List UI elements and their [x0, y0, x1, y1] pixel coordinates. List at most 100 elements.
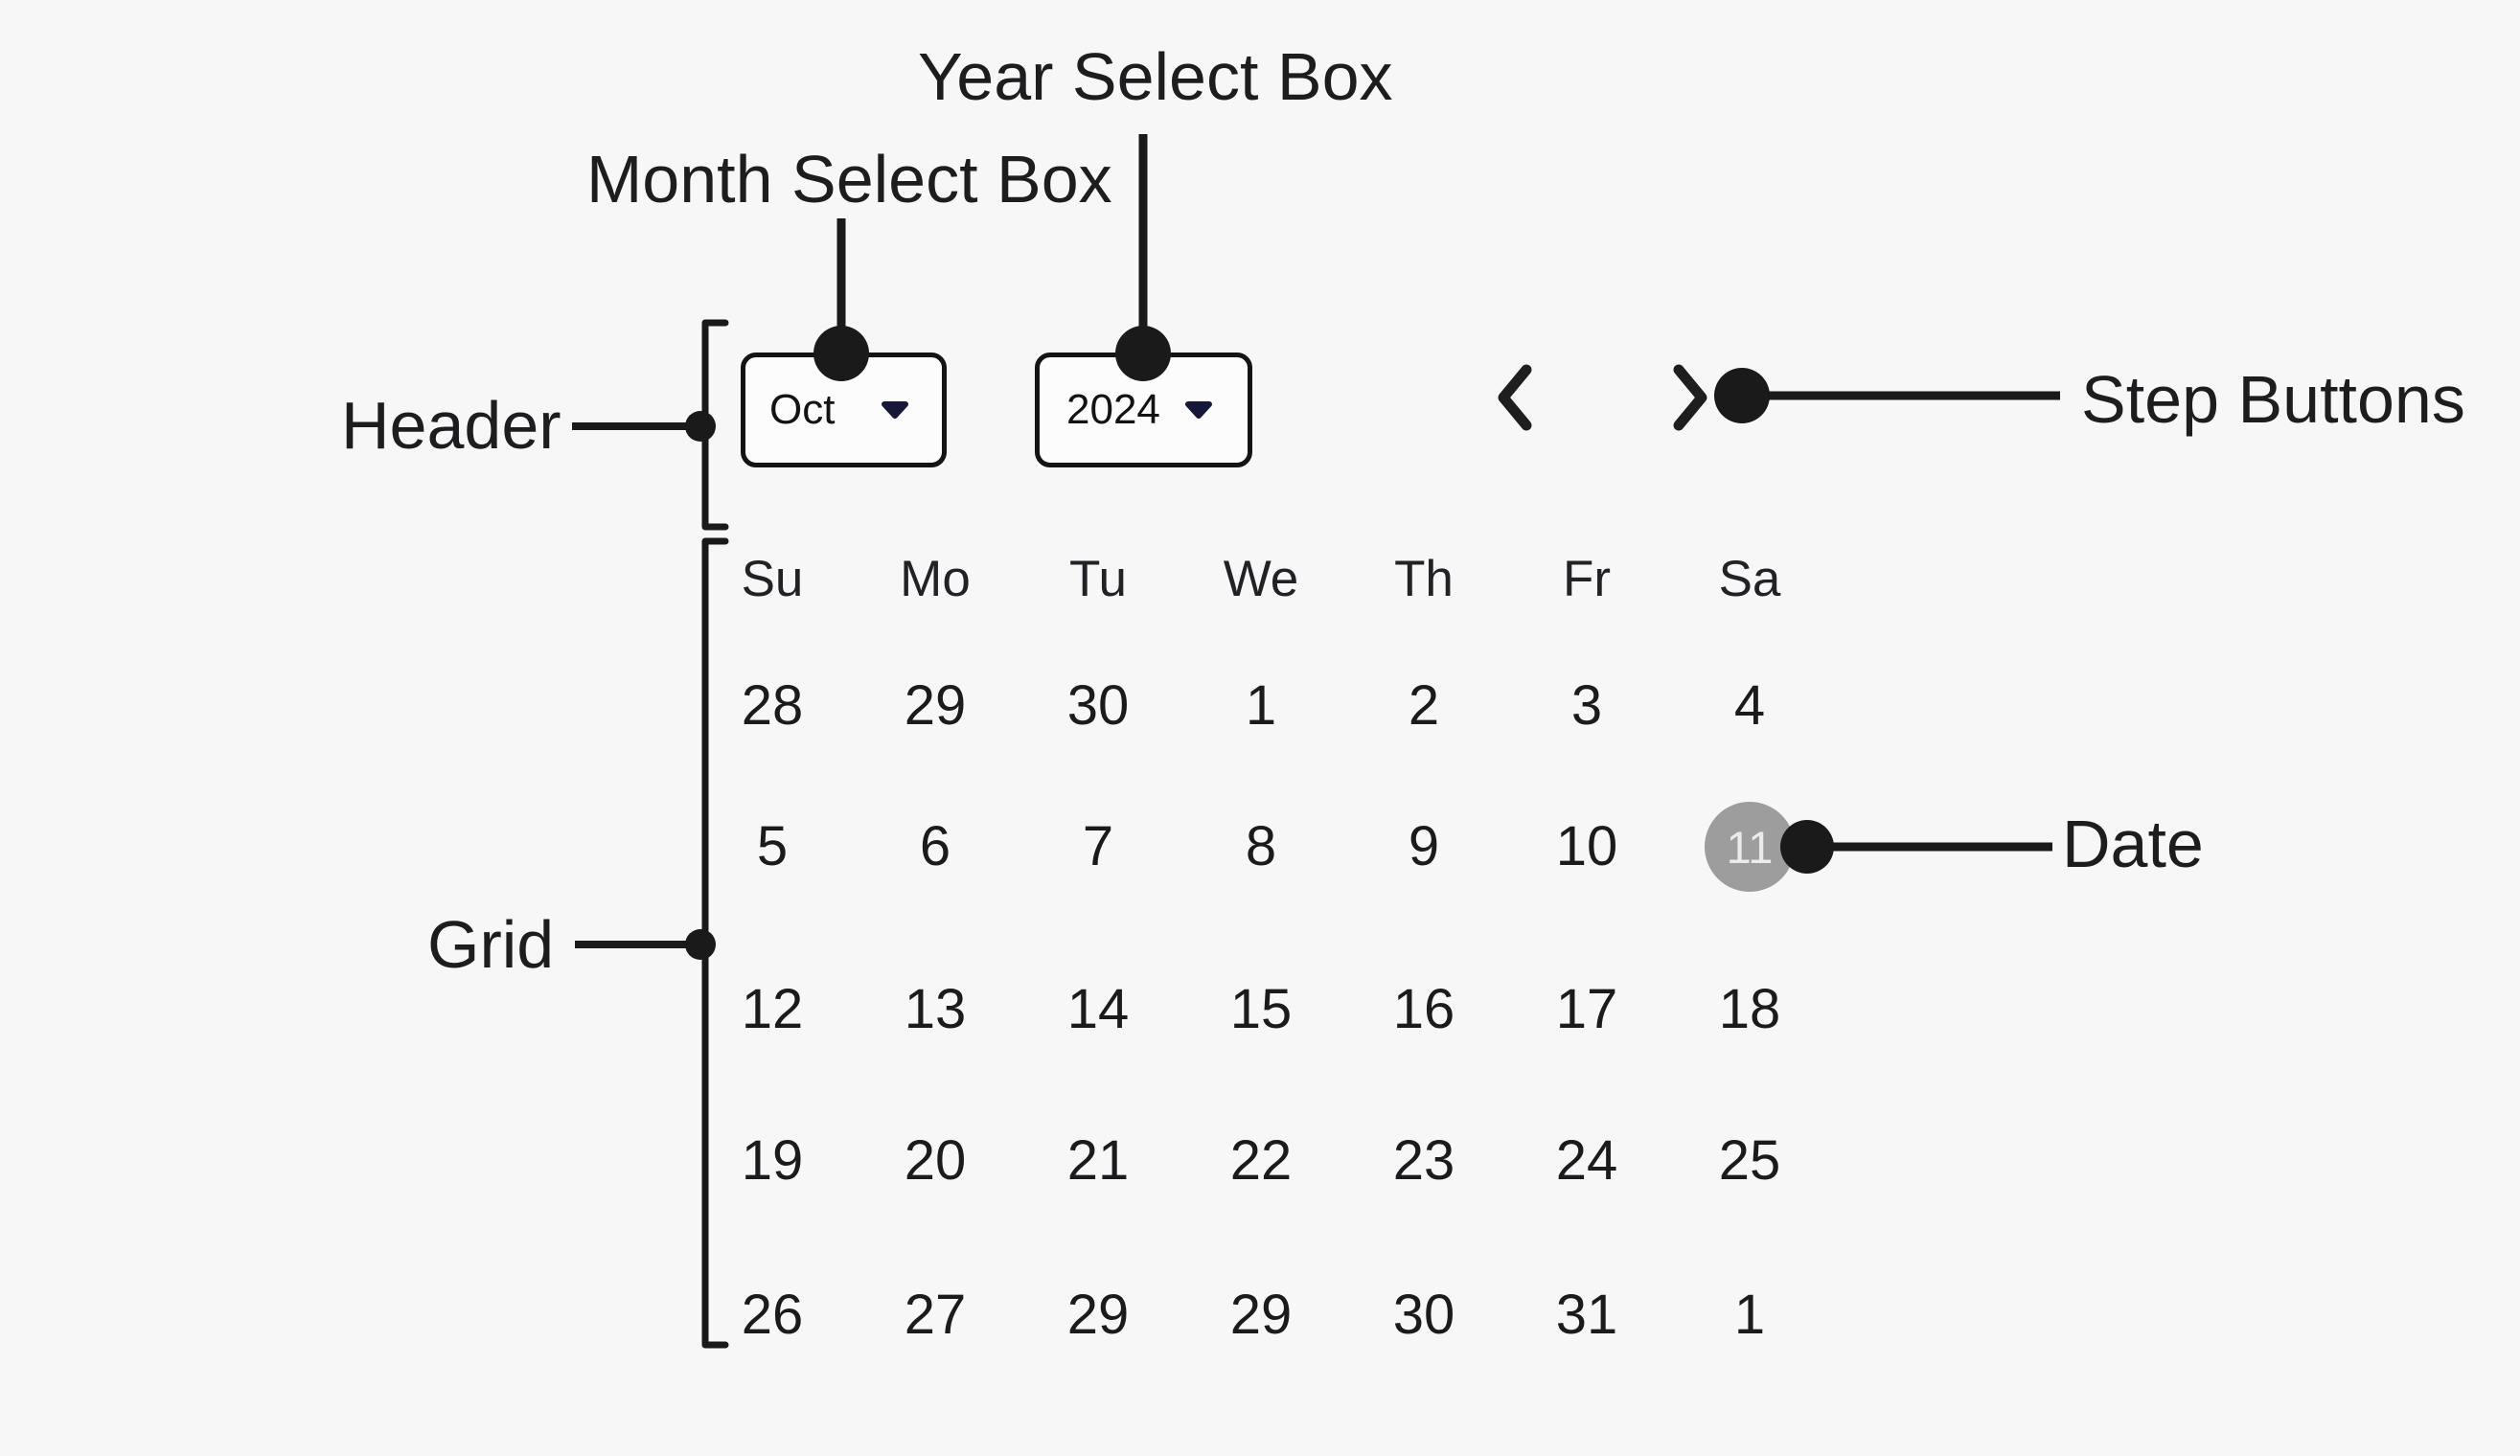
- day-number: 3: [1570, 674, 1603, 737]
- header-callout-label: Header: [341, 388, 561, 463]
- day-number: 18: [1718, 978, 1781, 1040]
- day-number: 20: [904, 1129, 967, 1192]
- date-callout-label: Date: [2062, 807, 2204, 881]
- weekday-label: Tu: [1069, 550, 1127, 607]
- weekday-label: Su: [741, 550, 804, 607]
- year-select-box[interactable]: 2024: [1035, 353, 1252, 467]
- day-number: 2: [1408, 674, 1440, 737]
- date-cell[interactable]: 29: [1017, 1239, 1180, 1392]
- day-number: 29: [904, 674, 967, 737]
- date-cell[interactable]: 1: [1180, 629, 1342, 783]
- day-number: 28: [741, 674, 804, 737]
- weekday-header-row: Su Mo Tu We Th Fr Sa: [691, 536, 1831, 621]
- date-cell[interactable]: 16: [1342, 933, 1505, 1086]
- day-number: 11: [1726, 821, 1774, 873]
- previous-month-button[interactable]: [1491, 361, 1537, 434]
- day-number: 4: [1733, 674, 1766, 737]
- selected-date-highlight: 11: [1705, 802, 1795, 892]
- date-cell[interactable]: 19: [691, 1084, 854, 1238]
- day-number: 5: [756, 815, 789, 877]
- date-cell[interactable]: 17: [1505, 933, 1668, 1086]
- step-buttons-callout-dot: [1714, 368, 1770, 423]
- date-cell[interactable]: 25: [1668, 1084, 1831, 1238]
- day-number: 13: [904, 978, 967, 1040]
- date-cell[interactable]: 26: [691, 1239, 854, 1392]
- date-cell[interactable]: 7: [1017, 770, 1180, 923]
- day-number: 16: [1392, 978, 1455, 1040]
- next-month-button[interactable]: [1668, 361, 1714, 434]
- date-cell[interactable]: 30: [1342, 1239, 1505, 1392]
- date-cell[interactable]: 30: [1017, 629, 1180, 783]
- date-cell[interactable]: 4: [1668, 629, 1831, 783]
- day-number: 8: [1245, 815, 1277, 877]
- step-buttons-callout-label: Step Buttons: [2081, 362, 2465, 437]
- date-cell[interactable]: 24: [1505, 1084, 1668, 1238]
- day-number: 15: [1229, 978, 1293, 1040]
- date-cell[interactable]: 23: [1342, 1084, 1505, 1238]
- day-number: 30: [1066, 674, 1130, 737]
- month-select-value: Oct: [769, 386, 836, 433]
- date-cell[interactable]: 6: [854, 770, 1017, 923]
- weekday-label: Sa: [1718, 550, 1781, 607]
- date-cell[interactable]: 27: [854, 1239, 1017, 1392]
- weekday-label: We: [1223, 550, 1299, 607]
- date-cell[interactable]: 14: [1017, 933, 1180, 1086]
- grid-callout-label: Grid: [427, 907, 555, 982]
- day-number: 29: [1066, 1284, 1130, 1346]
- calendar-week-row: 19 20 21 22 23 24 25: [691, 1084, 1831, 1238]
- date-cell[interactable]: 28: [691, 629, 854, 783]
- day-number: 21: [1066, 1129, 1130, 1192]
- weekday-label: Th: [1394, 550, 1454, 607]
- day-number: 23: [1392, 1129, 1455, 1192]
- date-cell[interactable]: 18: [1668, 933, 1831, 1086]
- month-select-box[interactable]: Oct: [741, 353, 947, 467]
- date-cell[interactable]: 8: [1180, 770, 1342, 923]
- day-number: 27: [904, 1284, 967, 1346]
- day-number: 14: [1066, 978, 1130, 1040]
- date-cell[interactable]: 20: [854, 1084, 1017, 1238]
- date-cell[interactable]: 15: [1180, 933, 1342, 1086]
- calendar-week-row: 12 13 14 15 16 17 18: [691, 933, 1831, 1086]
- date-cell[interactable]: 29: [854, 629, 1017, 783]
- triangle-down-icon: [882, 401, 908, 419]
- date-cell[interactable]: 3: [1505, 629, 1668, 783]
- calendar-week-row: 28 29 30 1 2 3 4: [691, 629, 1831, 783]
- date-cell[interactable]: 1: [1668, 1239, 1831, 1392]
- triangle-down-icon: [1185, 401, 1212, 419]
- date-cell[interactable]: 12: [691, 933, 854, 1086]
- day-number: 1: [1733, 1284, 1766, 1346]
- day-number: 1: [1245, 674, 1277, 737]
- date-cell-selected[interactable]: 11: [1668, 770, 1831, 923]
- calendar-week-row: 5 6 7 8 9 10 11: [691, 770, 1831, 923]
- day-number: 22: [1229, 1129, 1293, 1192]
- header-bracket: [701, 319, 729, 531]
- day-number: 6: [919, 815, 951, 877]
- date-cell[interactable]: 10: [1505, 770, 1668, 923]
- date-cell[interactable]: 9: [1342, 770, 1505, 923]
- month-select-callout-label: Month Select Box: [586, 142, 1112, 216]
- date-cell[interactable]: 31: [1505, 1239, 1668, 1392]
- day-number: 17: [1555, 978, 1618, 1040]
- chevron-left-icon: [1498, 364, 1532, 431]
- day-number: 10: [1555, 815, 1618, 877]
- day-number: 24: [1555, 1129, 1618, 1192]
- day-number: 26: [741, 1284, 804, 1346]
- day-number: 12: [741, 978, 804, 1040]
- day-number: 7: [1082, 815, 1114, 877]
- day-number: 30: [1392, 1284, 1455, 1346]
- weekday-label: Fr: [1562, 550, 1612, 607]
- date-cell[interactable]: 29: [1180, 1239, 1342, 1392]
- year-select-callout-label: Year Select Box: [918, 39, 1393, 114]
- day-number: 31: [1555, 1284, 1618, 1346]
- calendar-week-row: 26 27 29 29 30 31 1: [691, 1239, 1831, 1392]
- day-number: 19: [741, 1129, 804, 1192]
- date-cell[interactable]: 22: [1180, 1084, 1342, 1238]
- date-cell[interactable]: 2: [1342, 629, 1505, 783]
- chevron-right-icon: [1673, 364, 1707, 431]
- day-number: 29: [1229, 1284, 1293, 1346]
- date-cell[interactable]: 13: [854, 933, 1017, 1086]
- date-cell[interactable]: 5: [691, 770, 854, 923]
- year-select-value: 2024: [1066, 386, 1160, 433]
- date-cell[interactable]: 21: [1017, 1084, 1180, 1238]
